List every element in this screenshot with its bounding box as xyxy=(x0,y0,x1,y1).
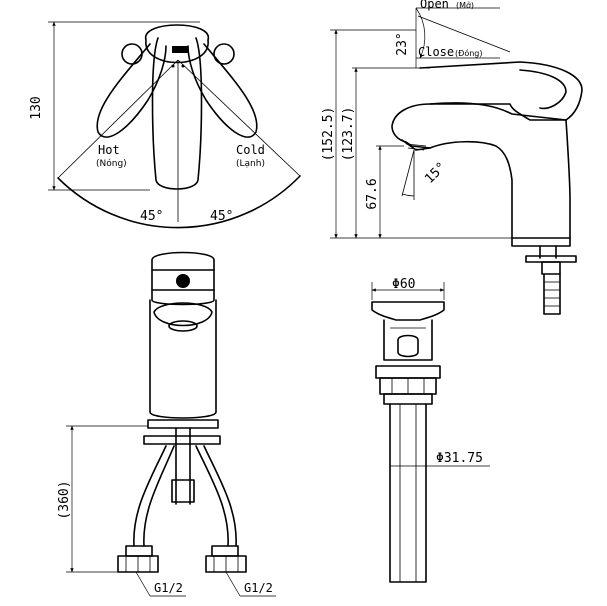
hose-left-outer xyxy=(133,445,167,547)
cold-label: Cold xyxy=(236,143,265,157)
mounting-bracket xyxy=(525,255,577,263)
handle-indicator xyxy=(176,274,190,288)
top-view: 130 Hot (Nóng) Cold (Lạnh) 45° 45° xyxy=(29,21,301,229)
hot-label: Hot xyxy=(98,143,120,157)
hose-right-outer xyxy=(195,445,229,547)
open-vn-label: (Mở) xyxy=(456,0,474,10)
open-label: Open xyxy=(420,0,449,11)
height-dimension-label: 130 xyxy=(29,96,44,119)
drain-pipe xyxy=(389,403,427,583)
lever-angle-label: 23° xyxy=(395,32,410,55)
drain-view: Φ60 Φ31.75 xyxy=(371,277,490,583)
outlet-angle-label: 15° xyxy=(422,160,449,187)
front-base xyxy=(147,419,219,429)
lever-lower-line xyxy=(429,102,567,121)
total-height-label: (152.5) xyxy=(321,107,336,162)
hot-vn-label: (Nóng) xyxy=(96,158,127,169)
drain-cap xyxy=(371,301,445,321)
fitting-right-nut xyxy=(211,545,239,557)
close-vn-label: (Đóng) xyxy=(455,48,482,58)
side-view: (152.5) (123.7) 67.6 23° Open (Mở) Close… xyxy=(321,0,583,315)
spout-height-label: (123.7) xyxy=(341,107,356,162)
handle-cap xyxy=(145,24,209,64)
hose-left-inner xyxy=(143,445,175,547)
mounting-bolt xyxy=(543,273,561,315)
angle-right-label: 45° xyxy=(210,209,233,224)
drain-plug-body xyxy=(383,319,433,361)
cold-vn-label: (Lạnh) xyxy=(236,159,265,169)
fitting-left-nut xyxy=(125,545,153,557)
front-view: (360) G1/2 G1/2 xyxy=(57,251,276,597)
front-spout xyxy=(153,302,213,327)
close-label: Close xyxy=(418,45,454,59)
lever-inner-line xyxy=(519,69,567,110)
front-handle xyxy=(151,251,215,306)
top-diameter-label: Φ60 xyxy=(392,277,415,292)
hose-length-label: (360) xyxy=(57,480,72,519)
thread-right-label: G1/2 xyxy=(244,581,273,595)
hose-right-inner xyxy=(203,445,237,547)
rotation-arc xyxy=(57,175,301,229)
outlet-height-label: 67.6 xyxy=(365,178,380,209)
logo-plate xyxy=(172,46,188,53)
front-bracket xyxy=(143,435,221,445)
thread-left-label: G1/2 xyxy=(154,581,183,595)
drain-slot xyxy=(397,334,419,358)
left-lug xyxy=(121,43,143,65)
right-lug xyxy=(213,43,235,65)
handle-hot-position xyxy=(96,43,167,138)
faucet-side-outline xyxy=(391,61,583,239)
pipe-diameter-label: Φ31.75 xyxy=(436,451,483,466)
front-body xyxy=(149,299,217,419)
drain-flange xyxy=(375,365,441,379)
angle-left-label: 45° xyxy=(140,209,163,224)
